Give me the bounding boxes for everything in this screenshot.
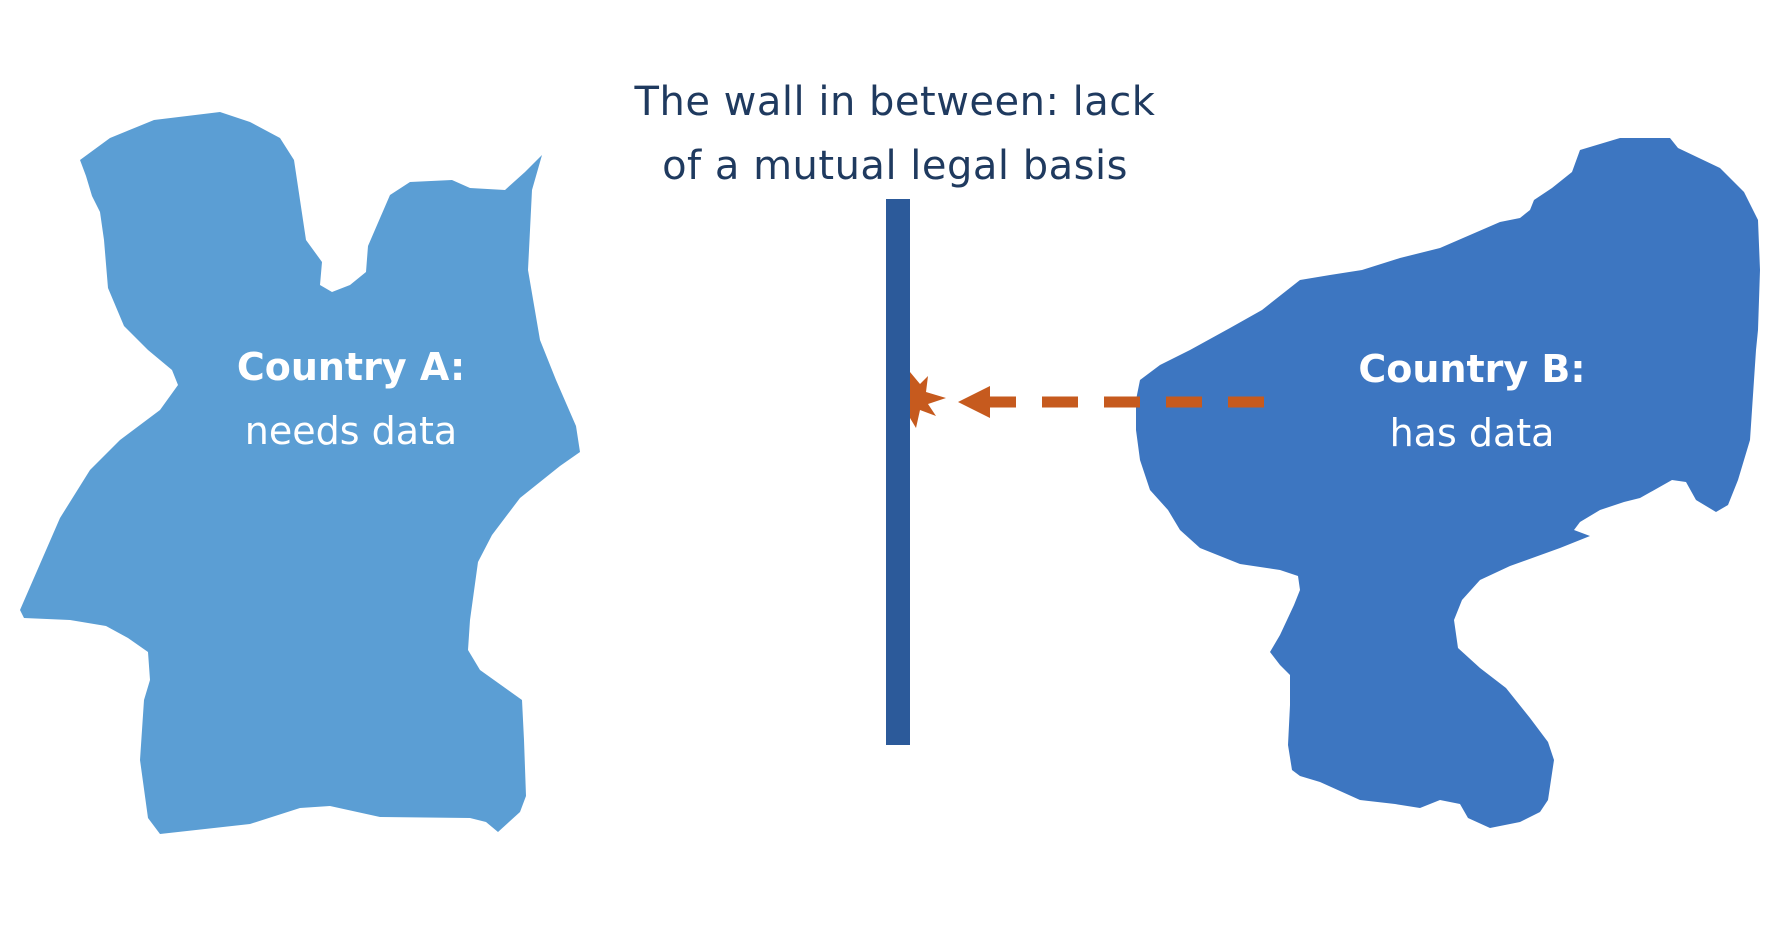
- country-b-status: has data: [1389, 411, 1555, 455]
- title-line-2: of a mutual legal basis: [662, 143, 1128, 189]
- country-a-status: needs data: [244, 409, 458, 453]
- country-b-label: Country B: has data: [1272, 350, 1672, 452]
- country-b-name: Country B:: [1358, 347, 1586, 391]
- title-line-1: The wall in between: lack: [634, 79, 1156, 125]
- impact-burst-icon: [910, 372, 946, 428]
- country-a-name: Country A:: [236, 345, 466, 389]
- dashed-arrow-left-icon: [958, 386, 990, 418]
- wall: [886, 199, 910, 745]
- country-b-shape: [1136, 138, 1760, 828]
- country-a-shape: [20, 112, 580, 834]
- country-a-label: Country A: needs data: [151, 348, 551, 450]
